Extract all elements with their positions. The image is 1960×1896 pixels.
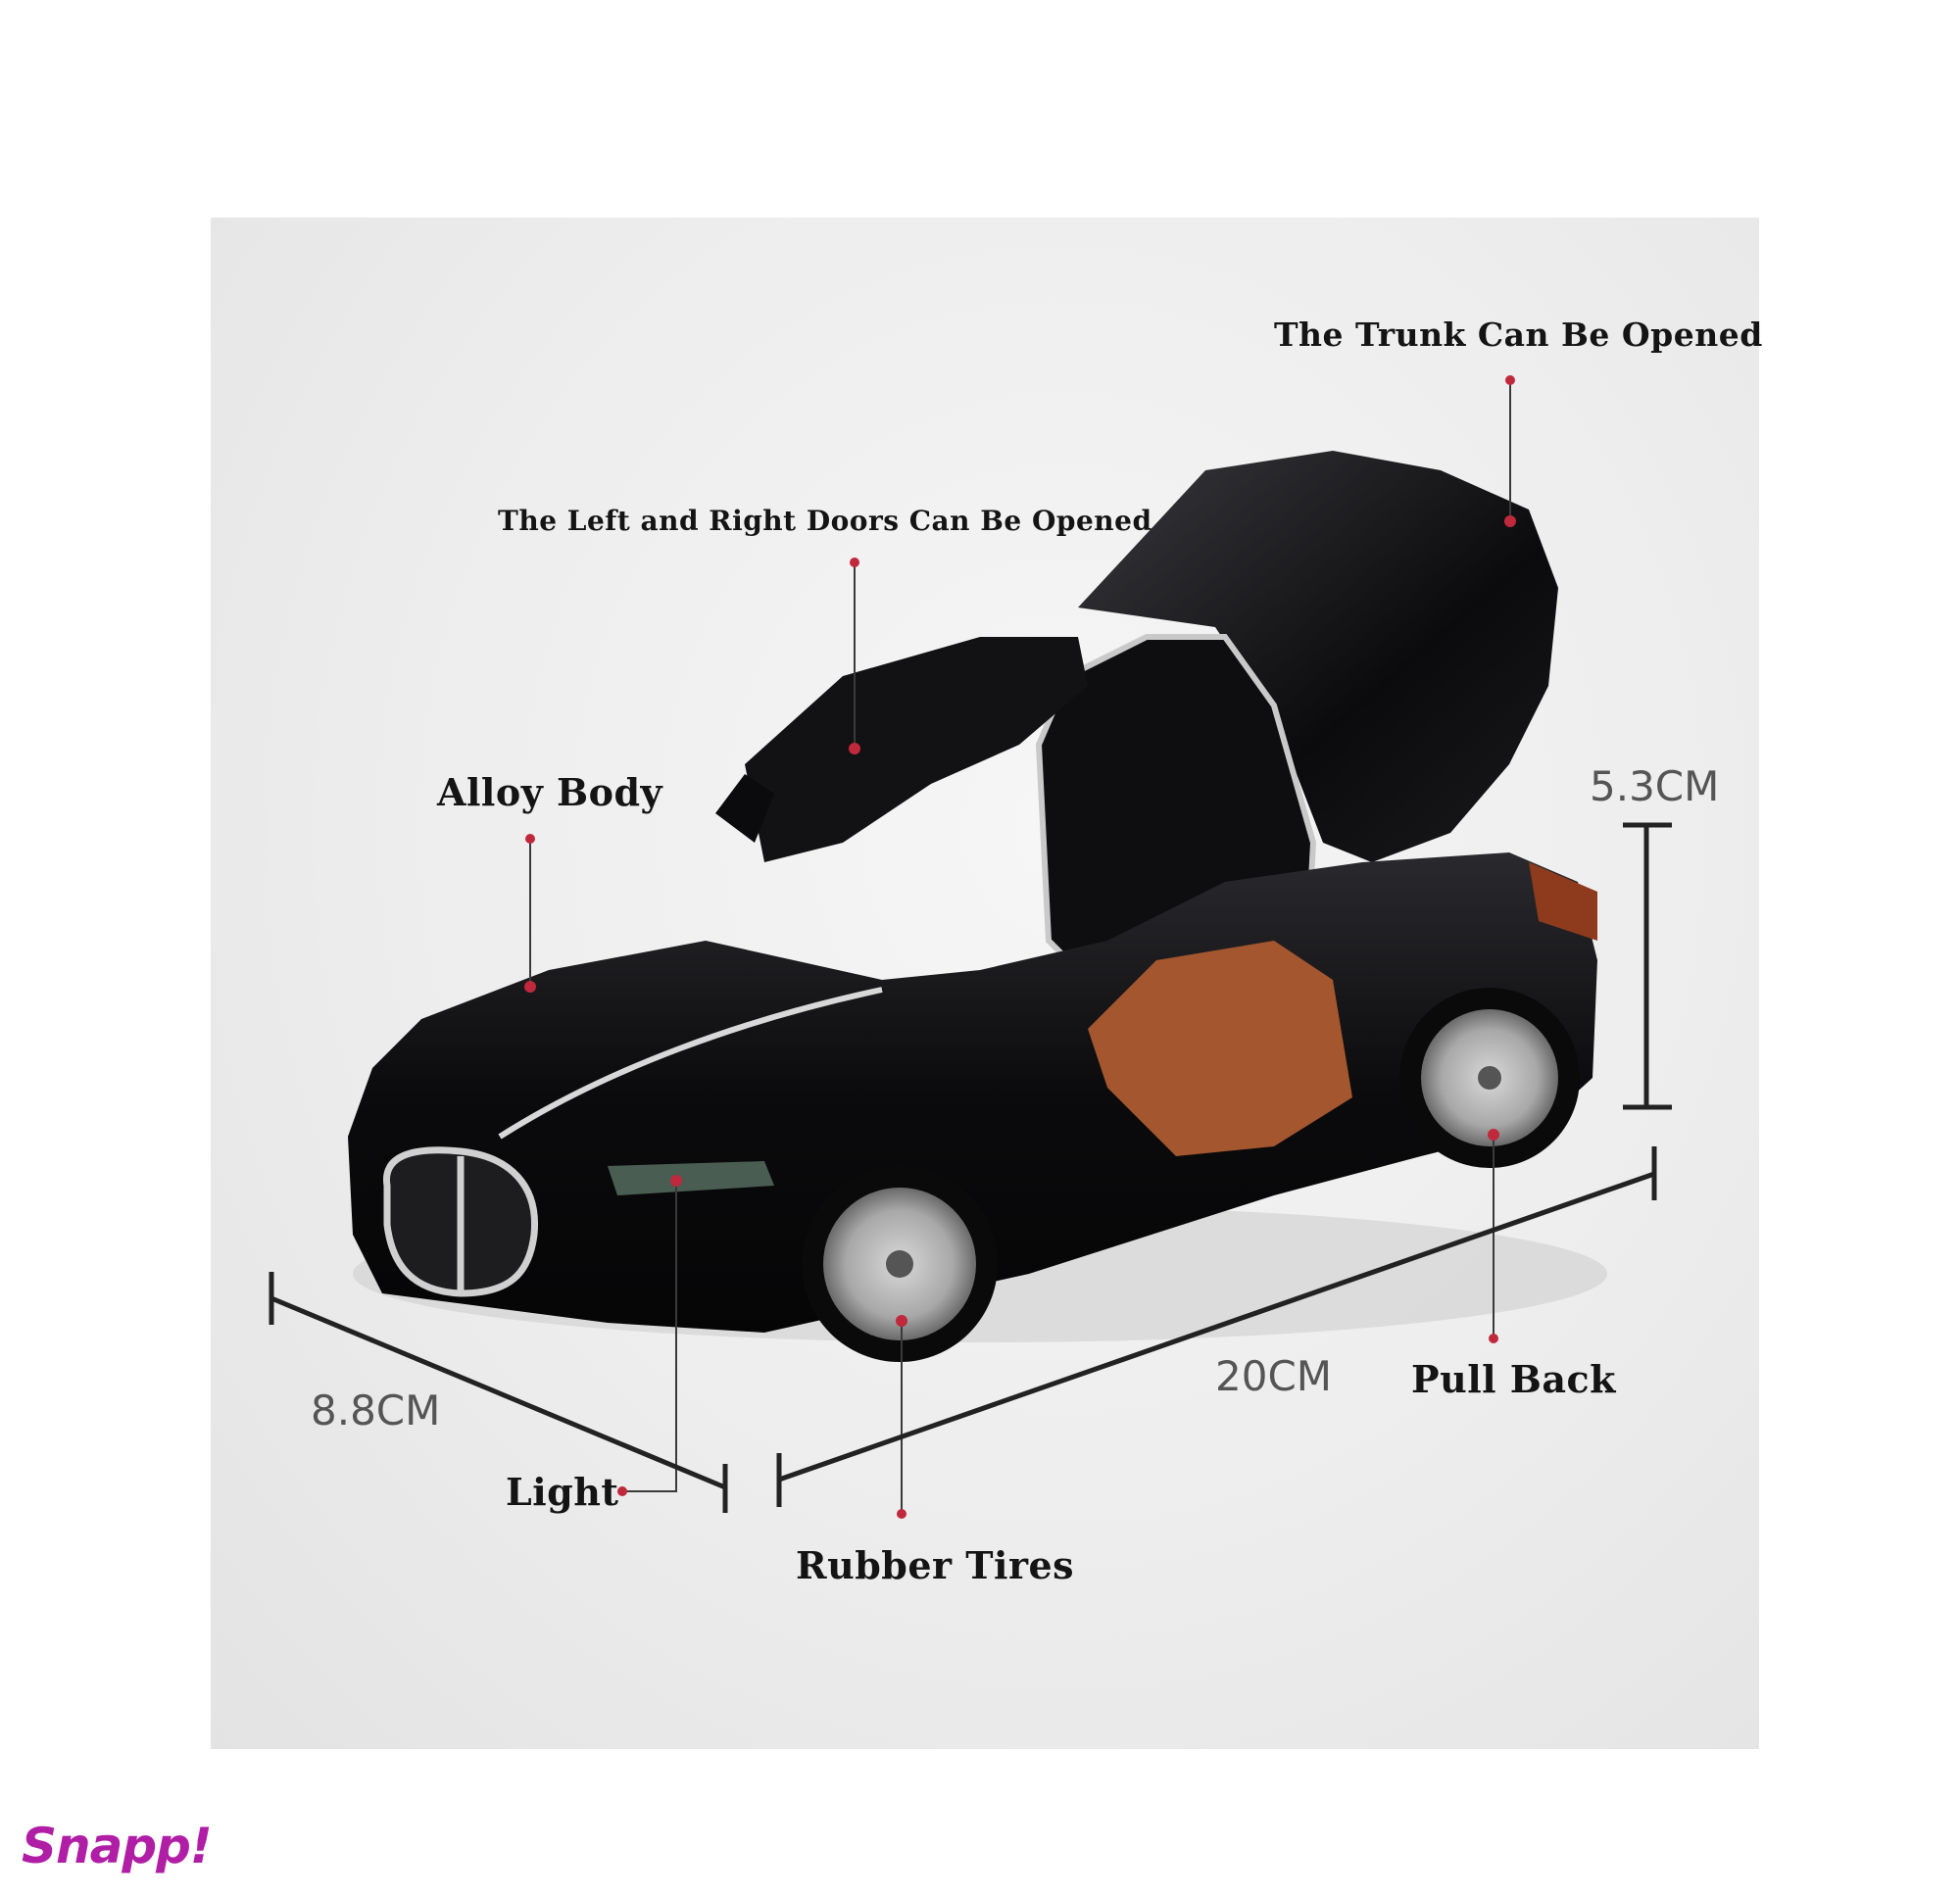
hood-highlight [498, 987, 883, 1140]
rear-accent [1529, 862, 1597, 941]
headlight [608, 1161, 774, 1195]
length-dimension-line [778, 1171, 1655, 1483]
doors-callout-label: The Left and Right Doors Can Be Opened [498, 505, 1152, 537]
trunk-callout-label: The Trunk Can Be Opened [1274, 316, 1763, 354]
length-dimension-label: 20CM [1215, 1352, 1333, 1400]
doors-callout-dot [850, 558, 859, 567]
pullback-callout-label: Pull Back [1411, 1357, 1617, 1401]
tires-callout-dot [897, 1509, 906, 1519]
light-callout-label: Light [506, 1470, 619, 1514]
width-dimension-line [270, 1295, 726, 1490]
tires-callout-label: Rubber Tires [796, 1543, 1075, 1587]
light-callout-dot [617, 1486, 627, 1496]
body-callout-dot [525, 834, 535, 844]
height-dimension-label: 5.3CM [1590, 762, 1720, 810]
body-callout-label: Alloy Body [437, 770, 663, 814]
width-dimension-label: 8.8CM [311, 1386, 441, 1434]
side-mirror [715, 774, 774, 843]
far-door-opened [745, 637, 1088, 862]
pullback-callout-dot [1489, 1334, 1498, 1343]
trunk-callout-dot [1505, 375, 1515, 385]
right-door-opened [1078, 451, 1558, 862]
car-interior [1088, 941, 1352, 1156]
snapp-logo: Snapp! [22, 1818, 213, 1874]
